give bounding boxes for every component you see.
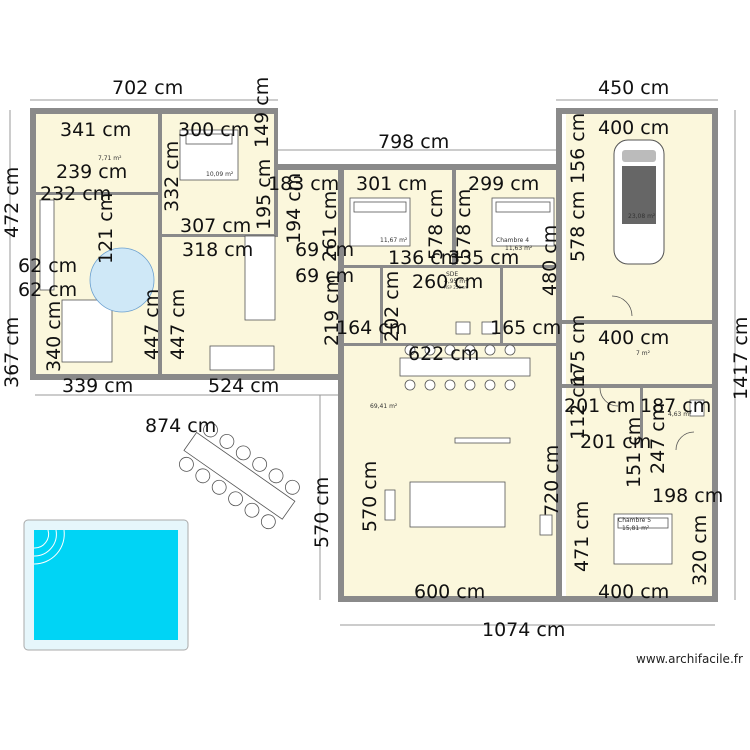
furniture	[39, 129, 705, 565]
chambre1-area: 10,09 m²	[206, 171, 234, 178]
chambre5-name: Chambre 5	[618, 517, 651, 524]
dim-450: 450 cm	[598, 77, 669, 99]
dim-332: 332 cm	[161, 141, 183, 212]
dim-247: 247 cm	[647, 403, 669, 474]
dim-400b: 400 cm	[598, 327, 669, 349]
dim-874: 874 cm	[145, 415, 216, 437]
cellier-area: 7 m²	[636, 350, 651, 357]
dim-175: 175 cm	[567, 315, 589, 386]
dim-702: 702 cm	[112, 77, 183, 99]
dim-195: 195 cm	[253, 159, 275, 230]
sdb1-area: 7,71 m²	[98, 155, 122, 162]
chambre5-area: 15,81 m²	[622, 525, 650, 532]
dim-524: 524 cm	[208, 375, 279, 397]
room-labels: 7,71 m² 10,09 m² 11,67 m² Chambre 4 11,6…	[98, 155, 692, 532]
dim-400c: 400 cm	[598, 581, 669, 603]
dim-69a: 69 cm	[295, 239, 354, 261]
dim-318: 318 cm	[182, 239, 253, 261]
dim-307: 307 cm	[180, 215, 251, 237]
dim-194: 194 cm	[283, 173, 305, 244]
dim-798: 798 cm	[378, 131, 449, 153]
dim-447b: 447 cm	[167, 289, 189, 360]
dim-201a: 201 cm	[564, 395, 635, 417]
dimension-labels: 702 cm 450 cm 798 cm 472 cm 367 cm 1417 …	[1, 77, 750, 641]
dim-165: 165 cm	[490, 317, 561, 339]
dim-472: 472 cm	[1, 167, 23, 238]
dim-164: 164 cm	[336, 317, 407, 339]
dim-232: 232 cm	[40, 183, 111, 205]
chambre4-area: 11,63 m²	[505, 245, 533, 252]
dim-622: 622 cm	[408, 343, 479, 365]
walls	[30, 108, 718, 602]
dim-1074: 1074 cm	[482, 619, 565, 641]
dim-578b: 578 cm	[453, 189, 475, 260]
dim-570-terrace: 570 cm	[311, 477, 333, 548]
dim-136: 136 cm	[388, 247, 459, 269]
dim-340: 340 cm	[43, 301, 65, 372]
dim-183: 183 cm	[268, 173, 339, 195]
dim-62b: 62 cm	[18, 279, 77, 301]
dim-400a: 400 cm	[598, 117, 669, 139]
terrace-table	[179, 422, 300, 530]
dim-300: 300 cm	[178, 119, 249, 141]
dim-578c: 578 cm	[567, 191, 589, 262]
dim-600: 600 cm	[414, 581, 485, 603]
sde-area: 4,95 m²	[444, 278, 468, 285]
dim-471: 471 cm	[571, 501, 593, 572]
pool	[23, 519, 189, 651]
dim-335: 335 cm	[448, 247, 519, 269]
dim-447a: 447 cm	[141, 289, 163, 360]
dim-261: 261 cm	[319, 191, 341, 262]
dimension-guides	[9, 99, 736, 626]
garage-area: 23,08 m²	[628, 213, 656, 220]
dim-301: 301 cm	[356, 173, 427, 195]
dim-480: 480 cm	[539, 225, 561, 296]
dim-239: 239 cm	[56, 161, 127, 183]
dim-720: 720 cm	[541, 445, 563, 516]
dim-1417: 1417 cm	[730, 317, 750, 400]
living-area: 69,41 m²	[370, 403, 398, 410]
dim-121: 121 cm	[95, 193, 117, 264]
chambre4-name: Chambre 4	[496, 237, 529, 244]
dim-367: 367 cm	[1, 317, 23, 388]
dim-198: 198 cm	[652, 485, 723, 507]
car-icon	[613, 139, 665, 265]
dim-151: 151 cm	[623, 417, 645, 488]
dim-62a: 62 cm	[18, 255, 77, 277]
dim-201b: 201 cm	[580, 431, 651, 453]
sde-name: SDE	[446, 271, 458, 278]
dining-chairs-indoor	[404, 344, 516, 391]
dim-299: 299 cm	[468, 173, 539, 195]
dim-339: 339 cm	[62, 375, 133, 397]
dim-112: 112 cm	[567, 369, 589, 440]
watermark: www.archifacile.fr	[636, 652, 743, 666]
dim-156: 156 cm	[567, 113, 589, 184]
dim-149: 149 cm	[251, 77, 273, 148]
wc-area: 4,63 m²	[668, 411, 692, 418]
dim-260: 260 cm	[412, 271, 483, 293]
dim-320: 320 cm	[689, 515, 711, 586]
dim-570: 570 cm	[359, 461, 381, 532]
dim-341: 341 cm	[60, 119, 131, 141]
dim-187: 187 cm	[640, 395, 711, 417]
dim-202: 202 cm	[381, 271, 403, 342]
dim-219: 219 cm	[321, 275, 343, 346]
dim-69b: 69 cm	[295, 265, 354, 287]
dim-578a: 578 cm	[425, 189, 447, 260]
chambre3-area: 11,67 m²	[380, 237, 408, 244]
sde-hsp: HSP 250 cm	[444, 285, 468, 290]
